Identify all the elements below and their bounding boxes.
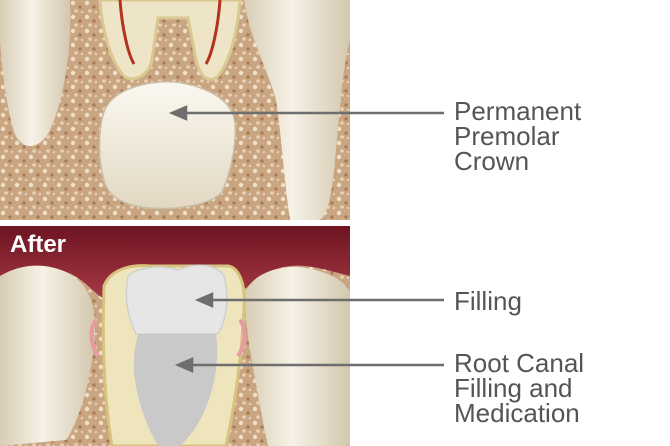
- label-line: Permanent: [454, 96, 582, 126]
- root-canal-pulp: [118, 0, 222, 65]
- right-molar: [245, 266, 350, 446]
- before-panel: [0, 0, 350, 220]
- label-line: Root Canal: [454, 348, 585, 378]
- label-line: Premolar: [454, 121, 560, 151]
- left-molar: [0, 265, 96, 446]
- label-line: Crown: [454, 146, 530, 176]
- label-permanent-premolar-crown: Permanent Premolar Crown: [454, 96, 582, 176]
- label-line: Medication: [454, 398, 580, 428]
- label-filling: Filling: [454, 286, 522, 316]
- after-panel-title: After: [10, 231, 67, 258]
- leader-lines: [168, 105, 444, 373]
- primary-tooth-root: [98, 0, 242, 81]
- gum-tissue: [0, 226, 350, 300]
- premolar-crown: [98, 81, 237, 210]
- filling-material: [125, 264, 228, 335]
- filling-arrowhead: [194, 292, 214, 308]
- crown-arrowhead: [168, 105, 188, 121]
- right-tooth: [244, 0, 350, 220]
- after-panel: [0, 226, 350, 446]
- label-line: Filling and: [454, 373, 573, 403]
- root-canal-arrowhead: [174, 357, 194, 373]
- root-canal-material: [133, 334, 218, 446]
- gum-fibers: [89, 318, 247, 358]
- label-root-canal-filling: Root Canal Filling and Medication: [454, 348, 585, 428]
- label-line: Filling: [454, 286, 522, 316]
- left-tooth-root: [0, 0, 71, 147]
